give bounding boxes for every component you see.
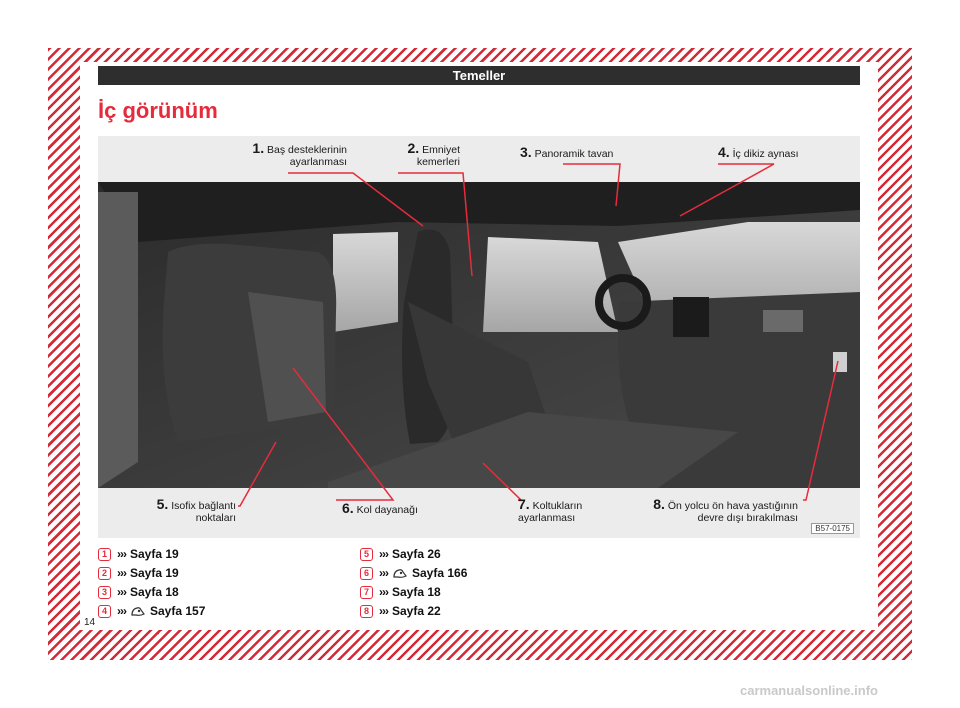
interior-photo: [98, 182, 860, 488]
reference-text: Sayfa 19: [130, 566, 179, 580]
section-title: Temeller: [452, 68, 506, 83]
callout-5: 5. Isofix bağlantı noktaları: [156, 496, 236, 524]
callout-number-badge: 1: [98, 547, 111, 561]
callout-number-badge: 4: [98, 604, 111, 618]
callout-2: 2. Emniyet kemerleri: [407, 140, 460, 168]
section-header: Temeller: [98, 66, 860, 85]
reference-item[interactable]: 5 ››› Sayfa 26: [360, 545, 441, 563]
reference-text: Sayfa 18: [130, 585, 179, 599]
safety-warning-icon: [393, 569, 407, 578]
reference-item[interactable]: 3 ››› Sayfa 18: [98, 583, 179, 601]
callout-3: 3. Panoramik tavan: [520, 144, 614, 160]
callout-number-badge: 6: [360, 566, 373, 580]
link-arrows-icon: ›››: [379, 547, 389, 561]
link-arrows-icon: ›››: [379, 604, 389, 618]
link-arrows-icon: ›››: [117, 566, 127, 580]
callout-4: 4. İç dikiz aynası: [718, 144, 799, 160]
reference-text: Sayfa 157: [150, 604, 206, 618]
callout-6: 6. Kol dayanağı: [342, 500, 418, 516]
page-title: İç görünüm: [98, 98, 218, 123]
callout-7: 7. Koltukların ayarlanması: [518, 496, 583, 524]
reference-text: Sayfa 18: [392, 585, 441, 599]
safety-warning-icon: [131, 607, 145, 616]
interior-figure: 1. Baş desteklerinin ayarlanması 2. Emni…: [98, 136, 860, 538]
link-arrows-icon: ›››: [117, 585, 127, 599]
callout-number-badge: 3: [98, 585, 111, 599]
reference-item[interactable]: 4 ››› Sayfa 157: [98, 602, 205, 620]
callout-number-badge: 2: [98, 566, 111, 580]
reference-item[interactable]: 2 ››› Sayfa 19: [98, 564, 179, 582]
reference-item[interactable]: 6 ››› Sayfa 166: [360, 564, 467, 582]
reference-item[interactable]: 8 ››› Sayfa 22: [360, 602, 441, 620]
callout-8: 8. Ön yolcu ön hava yastığının devre dış…: [653, 496, 798, 524]
reference-text: Sayfa 19: [130, 547, 179, 561]
reference-text: Sayfa 22: [392, 604, 441, 618]
reference-item[interactable]: 1 ››› Sayfa 19: [98, 545, 179, 563]
link-arrows-icon: ›››: [379, 585, 389, 599]
page-number: 14: [84, 617, 96, 628]
leader-lines: [238, 163, 839, 507]
reference-item[interactable]: 7 ››› Sayfa 18: [360, 583, 441, 601]
link-arrows-icon: ›››: [117, 604, 127, 618]
watermark: carmanualsonline.info: [740, 683, 878, 698]
callout-number-badge: 8: [360, 604, 373, 618]
callout-number-badge: 5: [360, 547, 373, 561]
link-arrows-icon: ›››: [117, 547, 127, 561]
callout-number-badge: 7: [360, 585, 373, 599]
reference-text: Sayfa 166: [412, 566, 468, 580]
figure-code: B57-0175: [811, 523, 854, 534]
link-arrows-icon: ›››: [379, 566, 389, 580]
reference-text: Sayfa 26: [392, 547, 441, 561]
callout-1: 1. Baş desteklerinin ayarlanması: [252, 140, 347, 168]
